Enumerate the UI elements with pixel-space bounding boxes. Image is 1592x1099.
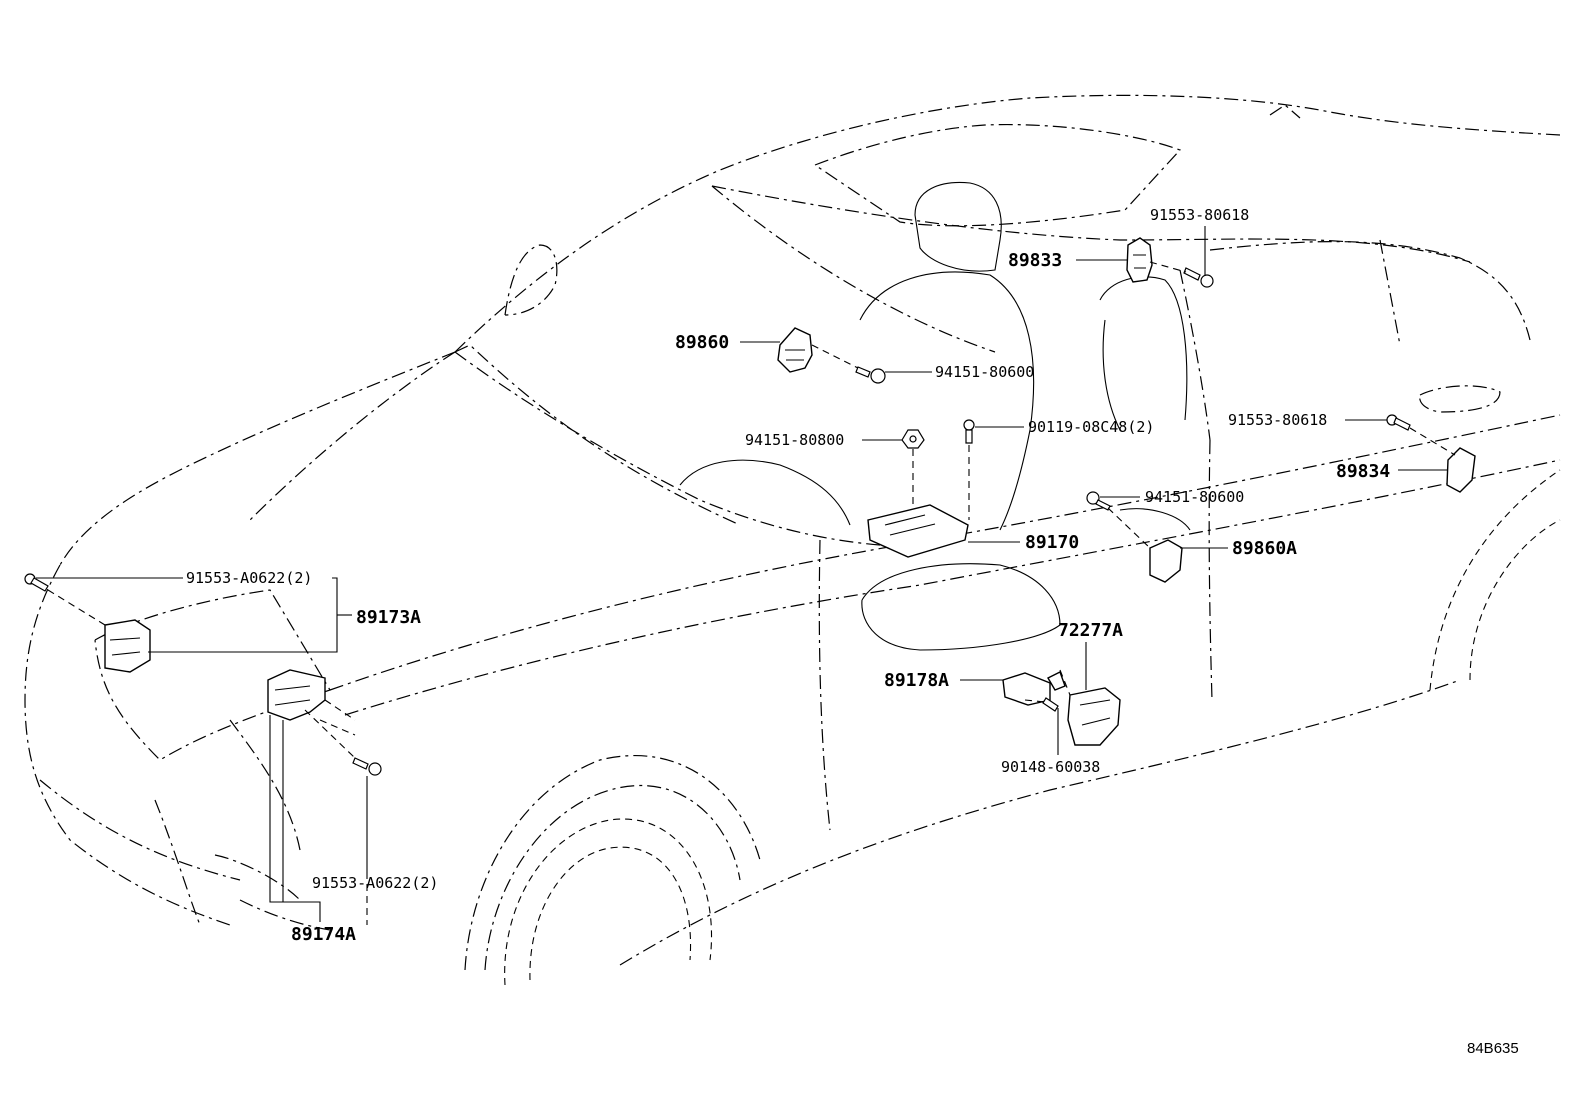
reference-code: 84B635 [1467,1040,1519,1057]
sensor-89173a-icon [104,619,151,673]
screw-90148-60038-icon [1042,697,1059,712]
bolt-91553-a0622-left-icon [24,573,49,592]
sensor-89178a-icon [1002,671,1066,706]
label-89173a: 89173A [356,607,421,628]
label-90148-60038: 90148-60038 [1001,758,1100,776]
label-72277a: 72277A [1058,620,1123,641]
label-94151-80600-upper: 94151-80600 [935,363,1034,381]
nut-94151-80600-mid-icon [1086,491,1111,511]
callout-labels: 91553-80618 89833 89860 94151-80600 9011… [186,206,1519,1057]
link-lines [47,261,1456,925]
car-body-outline [24,94,1561,986]
bracket-72277a-icon [1067,687,1121,746]
label-91553-a0622-bottom: 91553-A0622(2) [312,874,438,892]
nut-94151-80800-icon [901,429,925,449]
bolt-91553-a0622-bottom-icon [352,757,382,776]
label-89174a: 89174A [291,924,356,945]
label-89833: 89833 [1008,250,1062,271]
sensor-89860-icon [777,327,813,373]
sensor-89833-icon [1126,237,1153,283]
label-91553-a0622-left: 91553-A0622(2) [186,569,312,587]
label-89170: 89170 [1025,532,1079,553]
seats-outline [679,181,1191,651]
label-94151-80800: 94151-80800 [745,431,844,449]
label-89860: 89860 [675,332,729,353]
label-89834: 89834 [1336,461,1390,482]
bolt-91553-80618-right-icon [1386,414,1411,431]
label-91553-80618-right: 91553-80618 [1228,411,1327,429]
sensor-89174a-icon [267,669,326,721]
label-90119-08c48: 90119-08C48(2) [1028,418,1154,436]
nut-94151-80600-upper-icon [855,366,886,384]
label-89860a: 89860A [1232,538,1297,559]
leader-lines [36,226,1448,922]
label-91553-80618-top: 91553-80618 [1150,206,1249,224]
sensor-89860a-icon [1149,539,1183,583]
bolt-91553-80618-top-icon [1183,267,1214,288]
label-94151-80600-mid: 94151-80600 [1145,488,1244,506]
bolt-90119-08c48-icon [963,419,975,444]
label-89178a: 89178A [884,670,949,691]
ecu-89170-icon [867,504,969,558]
sensor-89834-icon [1446,447,1476,493]
